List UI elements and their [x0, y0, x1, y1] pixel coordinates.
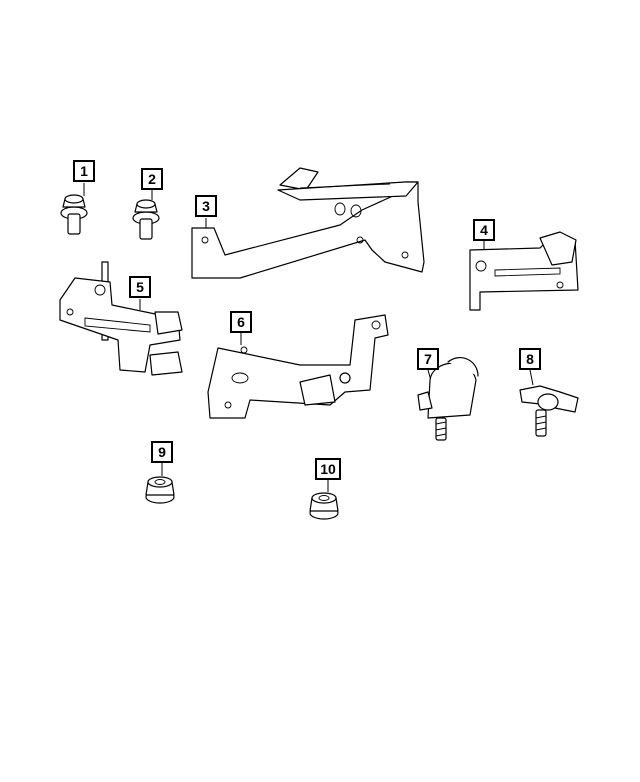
- part-9-nut-icon[interactable]: [145, 463, 175, 504]
- callout-9[interactable]: 9: [151, 441, 173, 463]
- callout-5[interactable]: 5: [129, 276, 151, 298]
- callout-3[interactable]: 3: [195, 195, 217, 217]
- callout-2[interactable]: 2: [141, 168, 163, 190]
- part-6-bracket-icon[interactable]: [207, 314, 389, 419]
- part-7-hose-clip-icon[interactable]: [417, 357, 479, 441]
- part-10-nut-icon[interactable]: [309, 480, 339, 520]
- callout-10[interactable]: 10: [315, 458, 341, 480]
- part-8-hose-clip-icon[interactable]: [519, 369, 579, 437]
- part-2-bolt-icon[interactable]: [132, 190, 160, 240]
- part-5-bracket-icon[interactable]: [59, 261, 183, 376]
- callout-7[interactable]: 7: [417, 348, 439, 370]
- part-4-bracket-icon[interactable]: [469, 231, 579, 311]
- part-1-bolt-icon[interactable]: [60, 183, 88, 235]
- callout-1[interactable]: 1: [73, 160, 95, 182]
- callout-4[interactable]: 4: [473, 219, 495, 241]
- callout-6[interactable]: 6: [230, 311, 252, 333]
- part-3-bracket-icon[interactable]: [191, 167, 425, 279]
- callout-8[interactable]: 8: [519, 348, 541, 370]
